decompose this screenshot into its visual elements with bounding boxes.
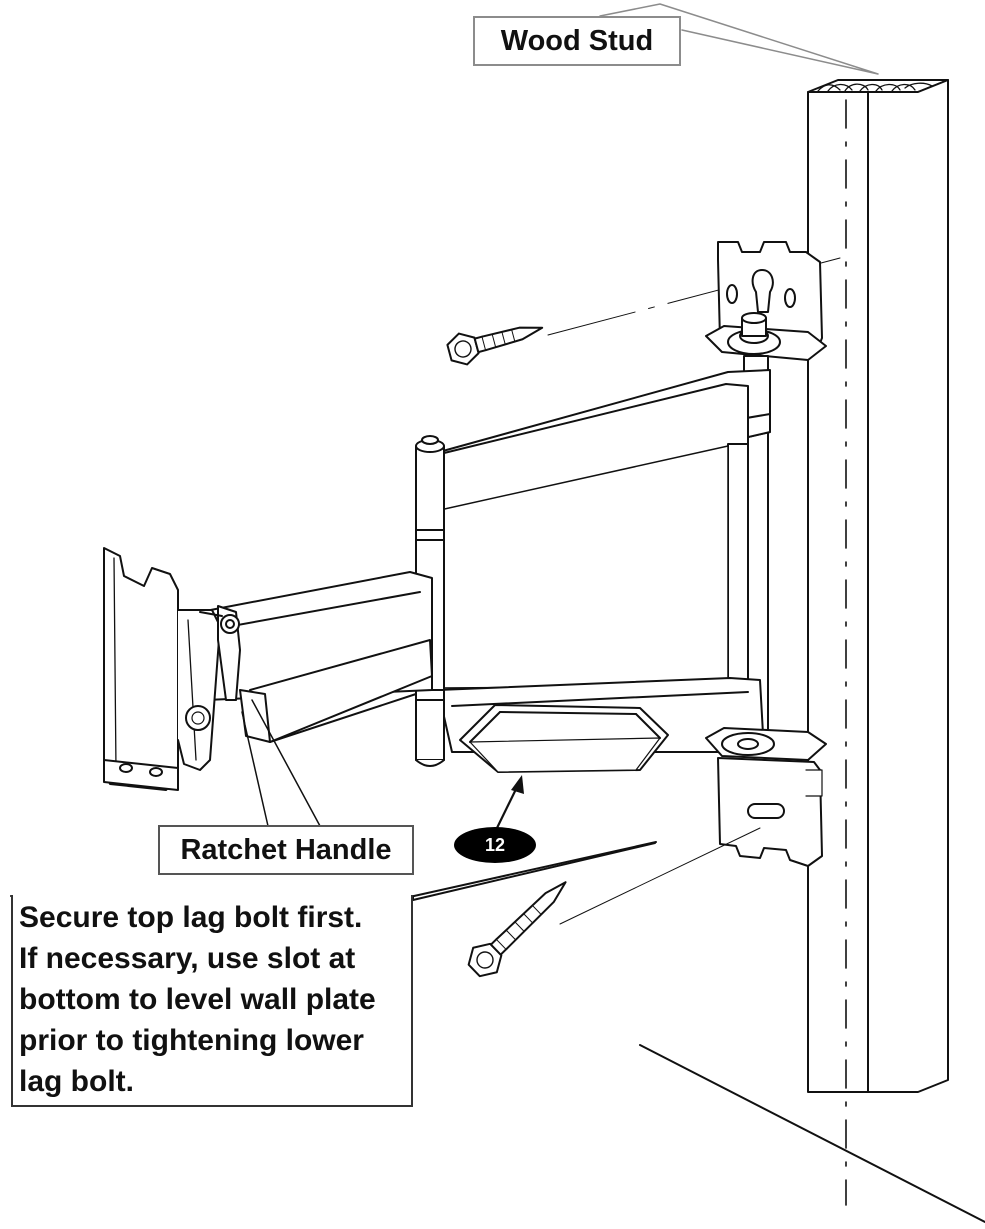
top-wall-plate <box>705 241 827 361</box>
bottom-lag-bolt <box>467 881 567 978</box>
bottom-wall-plate <box>705 727 827 867</box>
main-arm <box>431 369 771 773</box>
instruction-line: lag bolt. <box>19 1065 134 1098</box>
wood-stud-leader <box>599 3 879 75</box>
ratchet-handle-leaders <box>241 699 321 827</box>
part-number-badge: 12 <box>454 827 536 863</box>
forearm <box>199 571 433 743</box>
wood-stud-label: Wood Stud <box>473 16 681 66</box>
instruction-line: bottom to level wall plate <box>19 983 376 1016</box>
instruction-line: If necessary, use slot at <box>19 942 356 975</box>
bottom-bolt-path <box>559 827 761 925</box>
wood-stud <box>807 79 949 1206</box>
part-12-arrow <box>494 775 524 832</box>
ratchet-handle-label: Ratchet Handle <box>158 825 414 875</box>
instruction-line: Secure top lag bolt first. <box>19 901 363 934</box>
instruction-line: prior to tightening lower <box>19 1024 364 1057</box>
ratchet-handle <box>199 605 241 701</box>
floor-line <box>639 1044 985 1223</box>
instruction-note: Secure top lag bolt first. If necessary,… <box>11 895 413 1107</box>
top-lag-bolt <box>446 326 544 366</box>
tilt-head <box>103 547 221 791</box>
wood-grain <box>817 82 933 92</box>
